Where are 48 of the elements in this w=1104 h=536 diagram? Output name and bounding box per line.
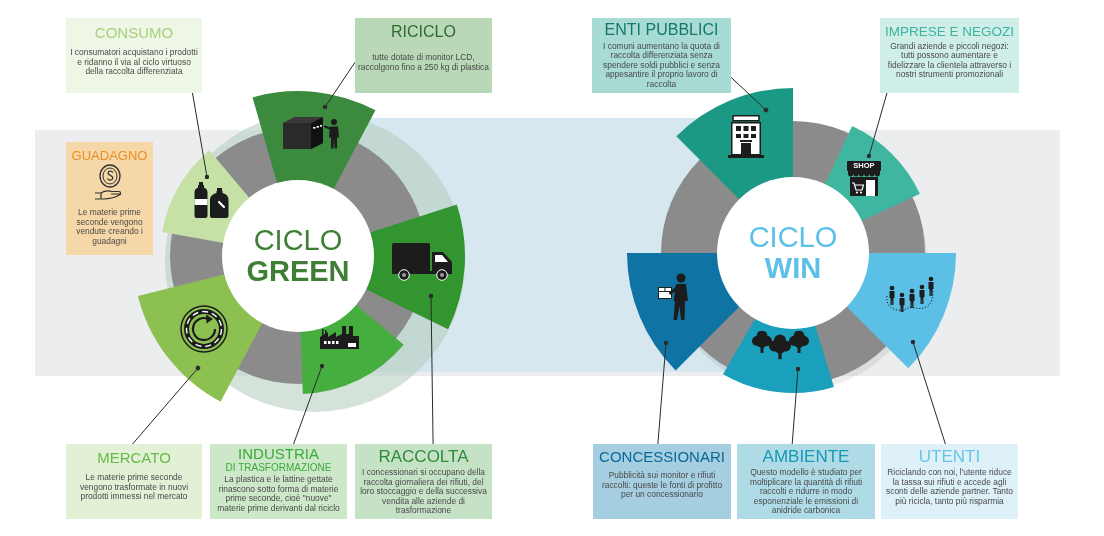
card-title: CONCESSIONARI xyxy=(599,448,725,465)
card-title: RICICLO xyxy=(391,22,456,40)
info-card xyxy=(66,18,202,93)
info-card xyxy=(593,444,731,519)
card-description: Questo modello è studiato per moltiplicare la quantità di rifiuti raccolti e ridurre in modo esponenziale le emissioni di anidride carbonica xyxy=(749,467,863,516)
info-card xyxy=(355,18,492,93)
wheel-segment xyxy=(627,253,740,371)
leader-line xyxy=(866,92,888,159)
info-card xyxy=(737,444,875,519)
leader-line xyxy=(293,363,325,445)
card-description: tutte dotate di monitor LCD, raccolgono fino a 250 kg di plastica xyxy=(358,52,489,72)
card-description: Grandi aziende e piccoli negozi: tutti possono aumentare e fidelizzare la clientela attraverso i nostri strumenti promozionali xyxy=(887,40,1012,80)
leader-line xyxy=(791,366,801,445)
leader-line xyxy=(428,293,434,445)
info-card xyxy=(355,444,492,519)
cycle-title: CICLO GREEN xyxy=(245,225,351,287)
leader-line xyxy=(132,365,201,445)
card-title: RACCOLTA xyxy=(378,446,469,466)
card-description: Riciclando con noi, l'utente riduce la tassa sui rifiuti e accede agli sconti delle aziende partner. Tanto più ricicla, tanto più risparmia xyxy=(886,467,1013,506)
wheel-segment xyxy=(846,253,956,369)
cycle-title: CICLO WIN xyxy=(747,222,839,284)
info-card xyxy=(66,142,153,255)
card-subtitle: DI TRASFORMAZIONE xyxy=(225,462,332,473)
leader-line xyxy=(730,76,769,113)
card-title: INDUSTRIA xyxy=(238,445,319,462)
info-card xyxy=(881,444,1018,519)
card-title: UTENTI xyxy=(918,447,981,466)
card-title: MERCATO xyxy=(97,448,171,466)
card-title: AMBIENTE xyxy=(762,447,850,466)
card-title: GUADAGNO xyxy=(71,148,148,163)
card-description: Le materie prime seconde vengono trasformate in nuovi prodotti immessi nel mercato xyxy=(80,472,188,502)
leader-line xyxy=(910,339,946,445)
info-card xyxy=(880,18,1019,93)
info-card xyxy=(592,18,731,93)
card-description: Pubblicità sui monitor e rifiuti raccolti: queste le fonti di profitto per un concessionario xyxy=(601,470,723,500)
card-description: I comuni aumentano la quota di raccolta differenziata senza spendere soldi pubblici e senza appesantire il proprio lavoro di raccolta xyxy=(603,40,720,89)
card-description: Le materie prime seconde vengono vendute creando i guadagni xyxy=(76,207,143,246)
info-card xyxy=(66,444,202,519)
card-description: I consumatori acquistano i prodotti e ridanno il via al ciclo virtuoso della raccolta differenziata xyxy=(70,47,198,77)
card-title: CONSUMO xyxy=(94,23,174,41)
leader-line xyxy=(322,61,356,110)
leader-line xyxy=(192,92,210,180)
card-title: IMPRESE E NEGOZI xyxy=(885,23,1014,39)
card-description: I concessionari si occupano della raccolta giornaliera dei rifiuti, del loro stoccaggio e della successiva vendita alle aziende di trasformazione xyxy=(360,467,487,516)
info-card xyxy=(210,444,347,519)
card-title: ENTI PUBBLICI xyxy=(604,21,719,38)
card-description: La plastica e le lattine gettate rinascono sotto forma di materie prime seconde, cioè "nuove" materie prime derivanti dal riciclo xyxy=(217,474,340,513)
leader-line xyxy=(657,340,669,445)
